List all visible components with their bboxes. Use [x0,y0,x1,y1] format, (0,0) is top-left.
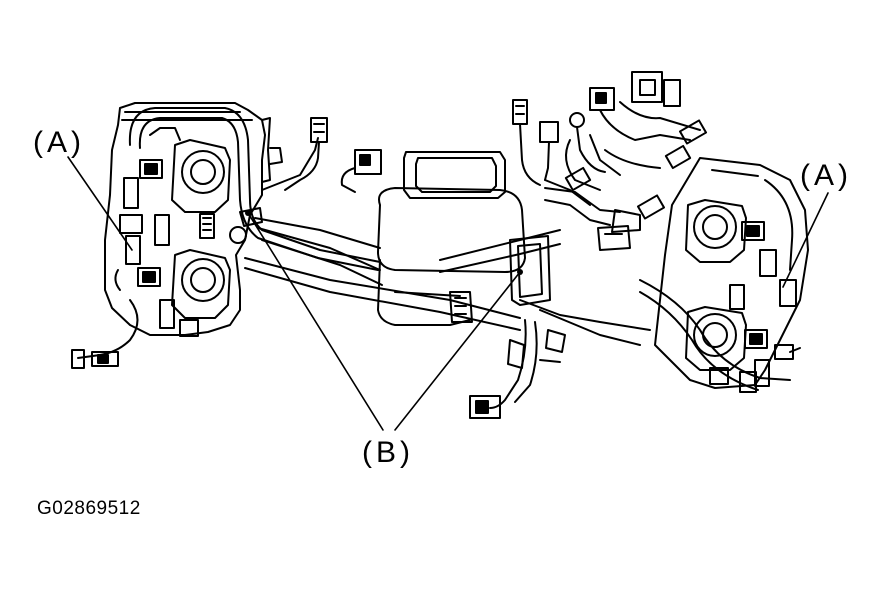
center-harness-bracket [449,187,621,323]
callout-a-right: (A) [800,159,852,192]
left-harness-loop [128,107,381,271]
callout-leader-lines [67,156,829,431]
lower-center-pigtail [469,319,566,419]
top-right-connectors [512,71,708,251]
top-left-connectors [284,117,382,193]
right-cylinder-head [519,157,809,393]
figure-id: G02869512 [37,498,141,519]
leader-end-dots [245,210,523,275]
intake-manifold [244,151,561,331]
callout-a-left: (A) [33,126,85,159]
callout-b: (B) [362,436,414,469]
left-cylinder-head [71,102,266,369]
